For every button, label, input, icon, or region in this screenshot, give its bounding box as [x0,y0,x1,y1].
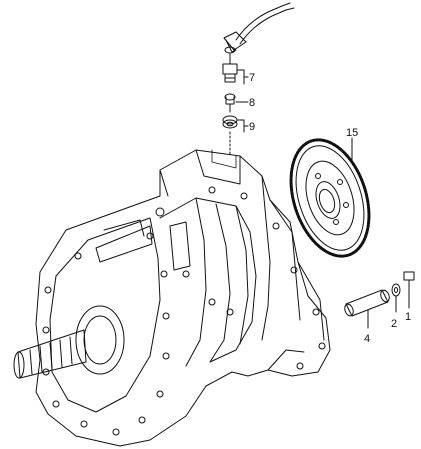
callout-7: 7 [249,72,255,84]
flange-bolts [42,186,326,436]
callout-1: 1 [405,311,411,323]
part-7-sensor [222,53,238,83]
part-1-bolt [403,271,415,299]
part-4-pin [344,289,390,317]
part-2-washer [391,283,401,297]
part-8-bolt [224,93,236,113]
part-9-washer [222,115,238,129]
output-shaft [13,305,125,379]
callout-15: 15 [346,127,358,139]
gearbox-housing [35,149,331,447]
sensor-plug [223,31,247,54]
part-15-gear [289,138,371,258]
callout-9: 9 [249,121,255,133]
sensor-cable [235,2,295,45]
callout-4: 4 [364,333,370,345]
callout-8: 8 [249,97,255,109]
callout-2: 2 [391,318,397,330]
